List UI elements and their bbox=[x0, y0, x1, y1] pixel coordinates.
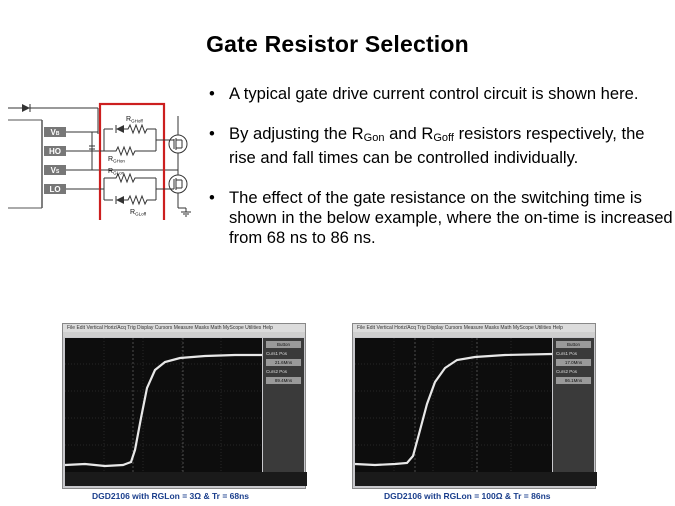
bullet-text: The effect of the gate resistance on the… bbox=[229, 188, 673, 247]
bullet-item: • A typical gate drive current control c… bbox=[207, 84, 675, 104]
pin-vs: VS bbox=[44, 165, 66, 175]
slide-title: Gate Resistor Selection bbox=[206, 31, 469, 57]
svg-text:HO: HO bbox=[49, 147, 61, 156]
oscilloscope-screenshot-1: File Edit Vertical Horiz/Acq Trig Displa… bbox=[62, 323, 307, 489]
scope-status-bar bbox=[355, 472, 597, 486]
low-side-mosfet bbox=[168, 174, 188, 208]
gate-drive-circuit-diagram: VB HO VS LO RGHoff RGHon RGLon RGLoff bbox=[8, 102, 191, 220]
svg-text:RGHoff: RGHoff bbox=[126, 116, 143, 124]
svg-text:VB: VB bbox=[51, 128, 60, 137]
svg-text:LO: LO bbox=[49, 185, 60, 194]
bullet-marker: • bbox=[209, 84, 215, 103]
bullet-list: • A typical gate drive current control c… bbox=[207, 84, 675, 268]
bullet-marker: • bbox=[209, 124, 215, 143]
scope-caption-1: DGD2106 with RGLon = 3Ω & Tr = 68ns bbox=[92, 491, 250, 501]
cursor-button[interactable]: Button bbox=[266, 341, 301, 348]
scope-caption-2: DGD2106 with RGLon = 100Ω & Tr = 86ns bbox=[384, 491, 551, 501]
bullet-text: By adjusting the RGon and RGoff resistor… bbox=[229, 124, 645, 167]
oscilloscope-screenshot-2: File Edit Vertical Horiz/Acq Trig Displa… bbox=[352, 323, 597, 489]
scope-side-panel: Button Curs1 Pos 21.6Mns Curs2 Pos 89.4M… bbox=[263, 338, 304, 472]
bullet-marker: • bbox=[209, 188, 215, 207]
pin-lo: LO bbox=[44, 184, 66, 194]
scope-side-panel: Button Curs1 Pos 17.0Mns Curs2 Pos 86.1M… bbox=[553, 338, 594, 472]
bullet-item: • By adjusting the RGon and RGoff resist… bbox=[207, 124, 675, 168]
pin-vb: VB bbox=[44, 127, 66, 137]
svg-text:VS: VS bbox=[51, 166, 60, 175]
high-side-mosfet bbox=[168, 116, 188, 175]
bullet-text: A typical gate drive current control cir… bbox=[229, 84, 639, 103]
scope-menu-bar: File Edit Vertical Horiz/Acq Trig Displa… bbox=[63, 324, 305, 332]
svg-text:RGHon: RGHon bbox=[108, 156, 125, 164]
pin-ho: HO bbox=[44, 146, 66, 156]
scope-status-bar bbox=[65, 472, 307, 486]
ground-symbol bbox=[178, 207, 191, 217]
bootstrap-diode bbox=[22, 104, 30, 112]
bullet-item: • The effect of the gate resistance on t… bbox=[207, 188, 675, 248]
svg-text:RGLon: RGLon bbox=[108, 168, 125, 176]
resistor-highlight-box bbox=[98, 102, 166, 220]
svg-text:RGLoff: RGLoff bbox=[130, 209, 147, 217]
scope-menu-bar: File Edit Vertical Horiz/Acq Trig Displa… bbox=[353, 324, 595, 332]
cursor-button[interactable]: Button bbox=[556, 341, 591, 348]
scope-waveform-display bbox=[64, 338, 262, 472]
scope-waveform-display bbox=[354, 338, 553, 472]
